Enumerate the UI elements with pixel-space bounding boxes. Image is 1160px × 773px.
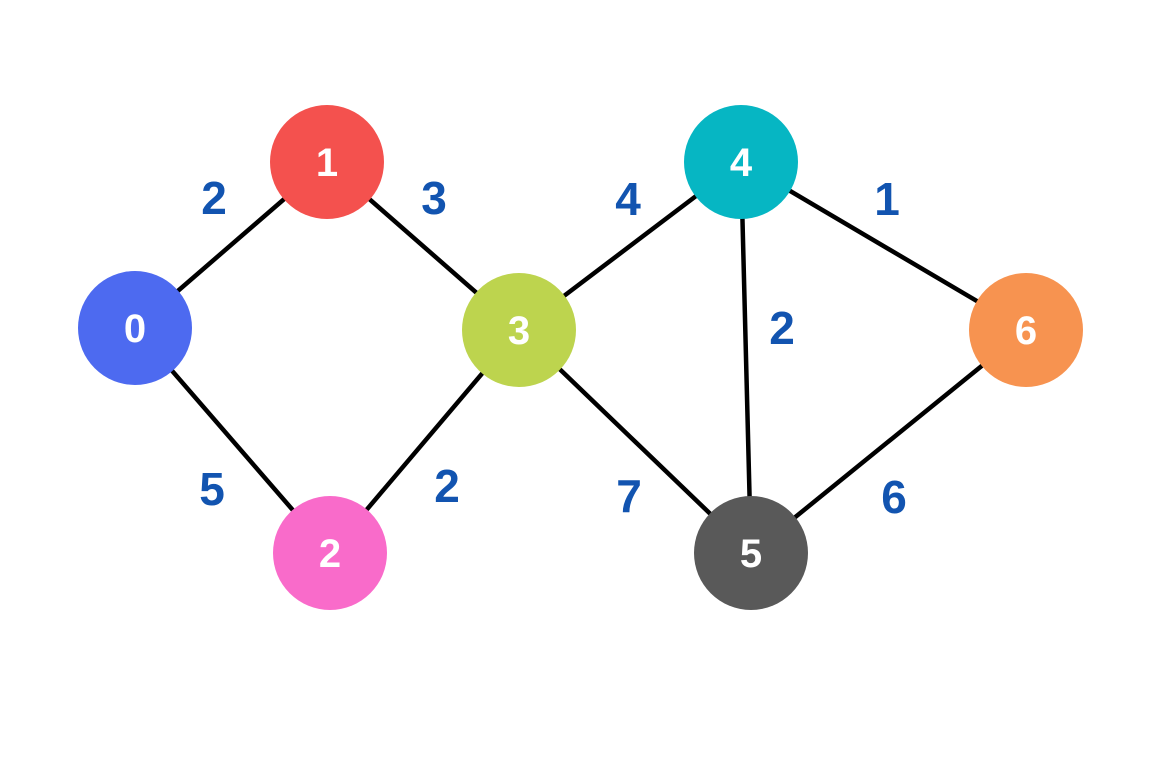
edge-weight-3-5: 7 [616, 470, 642, 522]
graph-node-label-5: 5 [740, 532, 762, 576]
graph-node-label-3: 3 [508, 309, 530, 353]
edge-weight-0-2: 5 [199, 463, 225, 515]
edge-line-5-6 [748, 327, 1029, 556]
graph-node-label-2: 2 [319, 532, 341, 576]
graph-node-5 [694, 496, 808, 610]
edge-weight-3-4: 4 [615, 173, 641, 225]
graph-node-2 [273, 496, 387, 610]
graph-node-label-0: 0 [124, 307, 146, 351]
graph-node-0 [78, 271, 192, 385]
graph-node-label-6: 6 [1015, 309, 1037, 353]
edge-weight-4-6: 1 [874, 173, 900, 225]
graph-node-6 [969, 273, 1083, 387]
edge-weight-0-1: 2 [201, 172, 227, 224]
edge-weight-2-3: 2 [434, 460, 460, 512]
graph-node-3 [462, 273, 576, 387]
graph-node-4 [684, 105, 798, 219]
edge-weight-1-3: 3 [421, 172, 447, 224]
edge-line-4-5 [738, 159, 754, 556]
edge-weight-5-6: 6 [881, 471, 907, 523]
edge-weight-4-5: 2 [769, 302, 795, 354]
graph-node-label-1: 1 [316, 141, 338, 185]
graph-node-label-4: 4 [730, 141, 753, 185]
graph-node-1 [270, 105, 384, 219]
